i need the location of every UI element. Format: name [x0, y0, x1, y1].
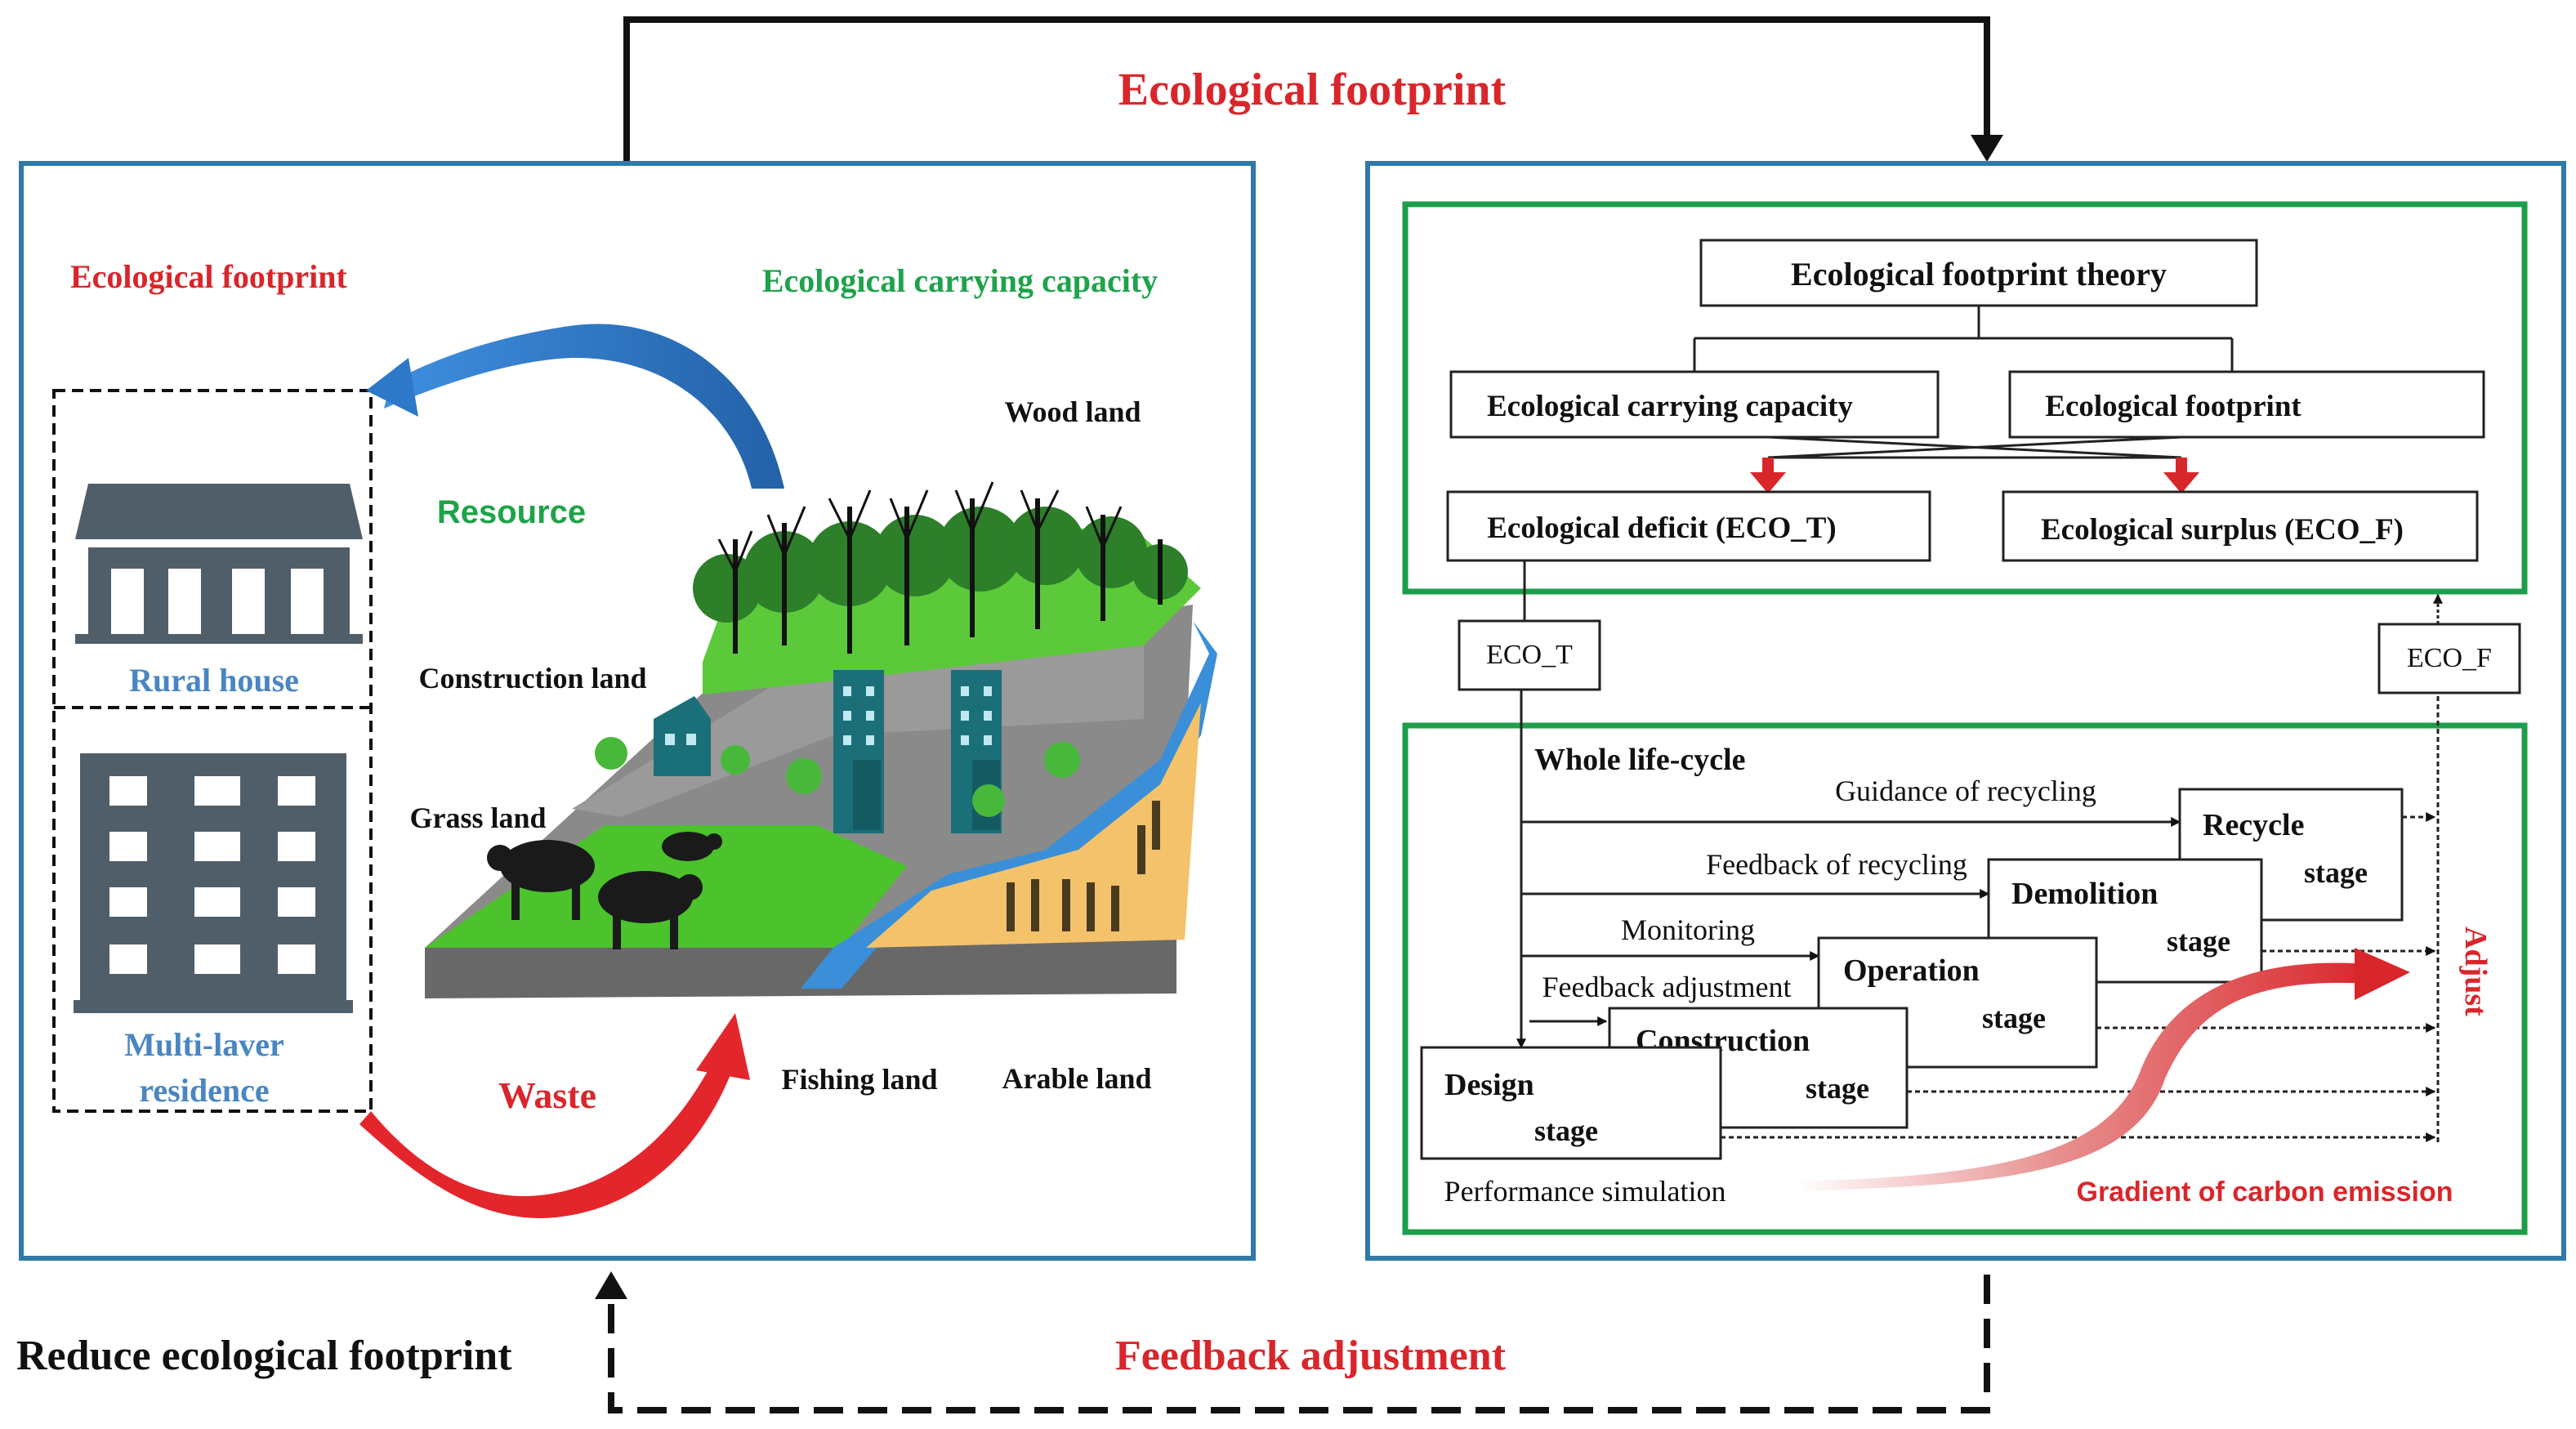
waste-label: Waste — [498, 1074, 596, 1116]
resource-label: Resource — [437, 494, 586, 530]
footprint-node-label: Ecological footprint — [2045, 390, 2301, 423]
surplus-node — [2002, 490, 2479, 562]
theory-node-label: Ecological footprint theory — [1791, 256, 2167, 292]
flow-feedback-adjustment-label: Feedback adjustment — [1542, 971, 1792, 1003]
adjust-label: Adjust — [2458, 927, 2493, 1016]
stage-design: Design stage — [1420, 1046, 1722, 1160]
resource-arc-arrow — [366, 324, 784, 489]
svg-text:Recycle: Recycle — [2203, 808, 2304, 842]
theory-connectors — [1693, 306, 2234, 459]
capacity-node — [1449, 370, 1940, 439]
flow-arrows — [1521, 817, 2181, 1026]
flow-monitoring-label: Monitoring — [1621, 913, 1755, 946]
theory-node — [1699, 239, 2258, 307]
fishing-land-label: Fishing land — [781, 1063, 937, 1096]
left-capacity-label: Ecological carrying capacity — [762, 262, 1158, 299]
arable-land-label: Arable land — [1002, 1062, 1151, 1095]
wood-land-label: Wood land — [1004, 395, 1141, 428]
construction-land-label: Construction land — [418, 662, 646, 694]
footprint-node — [2008, 370, 2485, 439]
svg-text:stage: stage — [2167, 925, 2230, 958]
waste-arc-arrow — [359, 1013, 750, 1218]
carbon-gradient-label: Gradient of carbon emission — [2077, 1177, 2453, 1208]
cattle-icon — [487, 832, 722, 949]
svg-text:Demolition: Demolition — [2011, 877, 2158, 911]
eco-f-tag — [2377, 623, 2521, 694]
flow-performance-label: Performance simulation — [1444, 1175, 1726, 1208]
grass-land-label: Grass land — [409, 802, 546, 834]
lifecycle-frame — [1402, 722, 2528, 1235]
red-down-arrows — [1750, 458, 2199, 493]
deficit-node — [1446, 490, 1931, 562]
left-panel-frame — [19, 161, 1256, 1261]
stage-recycle: Recycle stage — [2178, 788, 2404, 922]
svg-text:stage: stage — [2304, 856, 2368, 889]
rural-house-label: Rural house — [129, 662, 299, 699]
multilayer-label-line2: residence — [139, 1072, 269, 1109]
reduce-footprint-label: Reduce ecological footprint — [16, 1333, 512, 1379]
flow-feedback-recycling-label: Feedback of recycling — [1706, 848, 1967, 881]
eco-t-tag-label: ECO_T — [1486, 640, 1573, 670]
carbon-gradient-arrow — [1797, 948, 2410, 1191]
right-panel-frame — [1365, 161, 2566, 1261]
adjust-outflows — [1721, 696, 2440, 1142]
top-loop-title: Ecological footprint — [1118, 65, 1507, 115]
eco-f-tag-label: ECO_F — [2407, 643, 2492, 673]
multilayer-label-line1: Multi-laver — [124, 1026, 284, 1063]
multilayer-residence-icon — [74, 753, 353, 1013]
feedback-adjustment-label: Feedback adjustment — [1115, 1333, 1507, 1379]
svg-text:stage: stage — [1806, 1072, 1869, 1105]
left-footprint-label: Ecological footprint — [70, 258, 348, 295]
deficit-node-label: Ecological deficit (ECO_T) — [1487, 511, 1837, 545]
housing-box — [52, 389, 373, 1113]
svg-text:stage: stage — [1982, 1002, 2046, 1034]
rural-house-icon — [75, 484, 363, 644]
theory-frame — [1402, 201, 2528, 595]
lifecycle-title: Whole life-cycle — [1534, 743, 1746, 777]
svg-text:Design: Design — [1444, 1068, 1534, 1102]
bottom-feedback-arrow — [595, 1271, 1990, 1413]
city-buildings — [654, 670, 1002, 833]
svg-text:stage: stage — [1534, 1114, 1598, 1147]
top-loop-arrow — [623, 16, 2003, 163]
landscape-illustration — [425, 481, 1217, 998]
svg-text:Operation: Operation — [1843, 953, 1980, 988]
eco-t-tag — [1458, 619, 1601, 691]
capacity-node-label: Ecological carrying capacity — [1487, 390, 1854, 423]
flow-guidance-label: Guidance of recycling — [1835, 775, 2096, 807]
stage-demolition: Demolition stage — [1987, 858, 2263, 984]
surplus-node-label: Ecological surplus (ECO_F) — [2041, 513, 2404, 547]
